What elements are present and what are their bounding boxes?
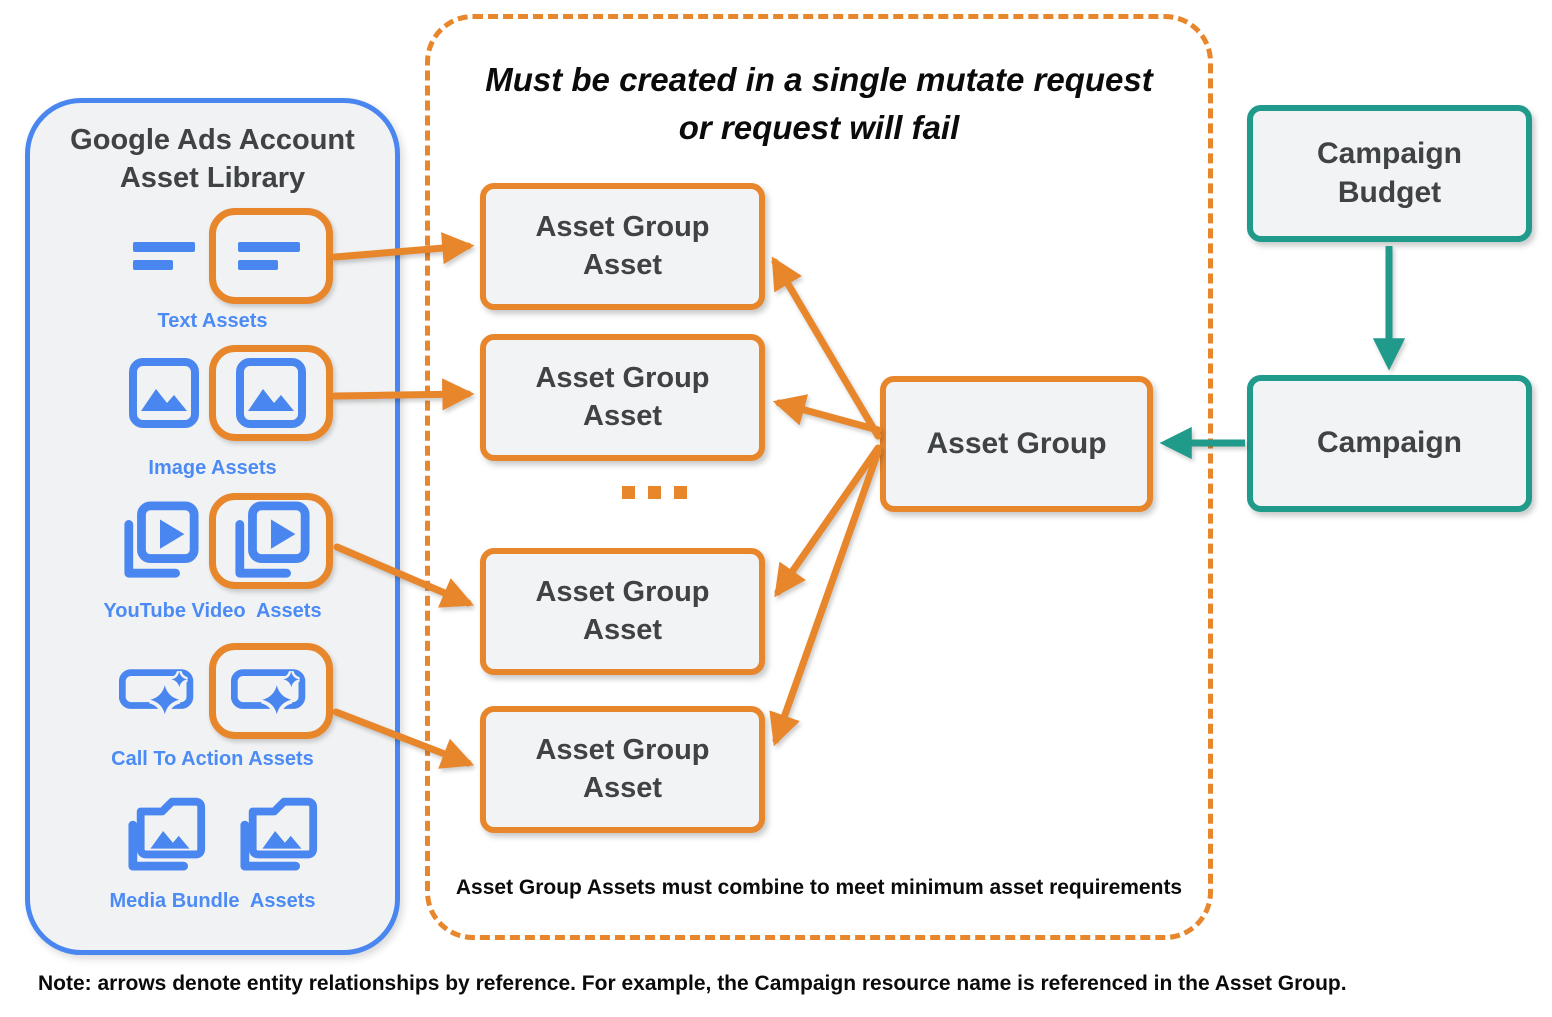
- campaign-budget-line1: Campaign: [1316, 137, 1463, 171]
- call-to-action-asset-icon: [231, 669, 306, 716]
- campaign-label: Campaign: [1316, 426, 1463, 460]
- text-asset-highlight-box: [209, 208, 333, 304]
- asset-group-asset-4-line2: Asset: [583, 771, 662, 804]
- image-asset-icon: [236, 358, 306, 428]
- text-assets-row: [133, 208, 333, 304]
- youtube-video-asset-icon: [235, 501, 310, 578]
- youtube-assets-row: [121, 493, 333, 589]
- asset-group-asset-4-line1: Asset Group: [535, 734, 710, 767]
- cta-assets-row: [119, 643, 333, 739]
- text-assets-label: Text Assets: [157, 310, 268, 332]
- mutate-request-title-line1: Must be created in a single mutate reque…: [485, 61, 1153, 98]
- asset-group-asset-2-line1: Asset Group: [535, 362, 710, 395]
- image-asset-highlight-box: [209, 345, 333, 441]
- campaign-budget-node: Campaign Budget: [1247, 105, 1532, 242]
- text-asset-icon: [238, 242, 300, 270]
- asset-group-asset-node-2: Asset Group Asset: [480, 334, 765, 461]
- footnote: Note: arrows denote entity relationships…: [38, 972, 1347, 995]
- mutate-request-group: [425, 14, 1213, 940]
- youtube-video-asset-icon: [124, 501, 199, 578]
- youtube-assets-label: YouTube Video Assets: [103, 600, 322, 622]
- call-to-action-asset-highlight-box: [209, 643, 333, 739]
- image-asset-icon: [129, 358, 199, 428]
- asset-group-asset-2-line2: Asset: [583, 399, 662, 432]
- image-assets-label: Image Assets: [148, 457, 277, 479]
- asset-library-panel: Google Ads Account Asset Library Text As…: [25, 98, 400, 955]
- text-asset-icon: [133, 242, 195, 270]
- asset-group-asset-3-line1: Asset Group: [535, 576, 710, 609]
- asset-library-title: Google Ads Account Asset Library: [30, 121, 395, 198]
- mutate-request-caption: Asset Group Assets must combine to meet …: [455, 876, 1183, 899]
- asset-library-title-line2: Asset Library: [119, 162, 306, 195]
- asset-group-asset-1-line2: Asset: [583, 248, 662, 281]
- campaign-node: Campaign: [1247, 375, 1532, 512]
- campaign-budget-line2: Budget: [1337, 175, 1442, 209]
- media-bundle-assets-row: [127, 790, 321, 872]
- call-to-action-asset-icon: [119, 669, 194, 716]
- media-bundle-asset-icon: [127, 797, 205, 871]
- cta-assets-label: Call To Action Assets: [111, 748, 314, 770]
- youtube-video-asset-highlight-box: [209, 493, 333, 589]
- asset-group-label: Asset Group: [926, 426, 1107, 460]
- ellipsis-icon: [622, 486, 687, 499]
- media-bundle-asset-icon: [239, 797, 317, 871]
- image-assets-row: [129, 345, 333, 441]
- mutate-request-title: Must be created in a single mutate reque…: [425, 56, 1213, 152]
- asset-group-asset-node-1: Asset Group Asset: [480, 183, 765, 310]
- asset-group-asset-node-4: Asset Group Asset: [480, 706, 765, 833]
- asset-group-asset-3-line2: Asset: [583, 613, 662, 646]
- asset-library-title-line1: Google Ads Account: [70, 124, 355, 156]
- asset-group-asset-node-3: Asset Group Asset: [480, 548, 765, 675]
- media-bundle-assets-label: Media Bundle Assets: [109, 890, 316, 912]
- asset-group-asset-1-line1: Asset Group: [535, 211, 710, 244]
- asset-group-node: Asset Group: [880, 376, 1153, 512]
- mutate-request-title-line2: or request will fail: [678, 108, 960, 146]
